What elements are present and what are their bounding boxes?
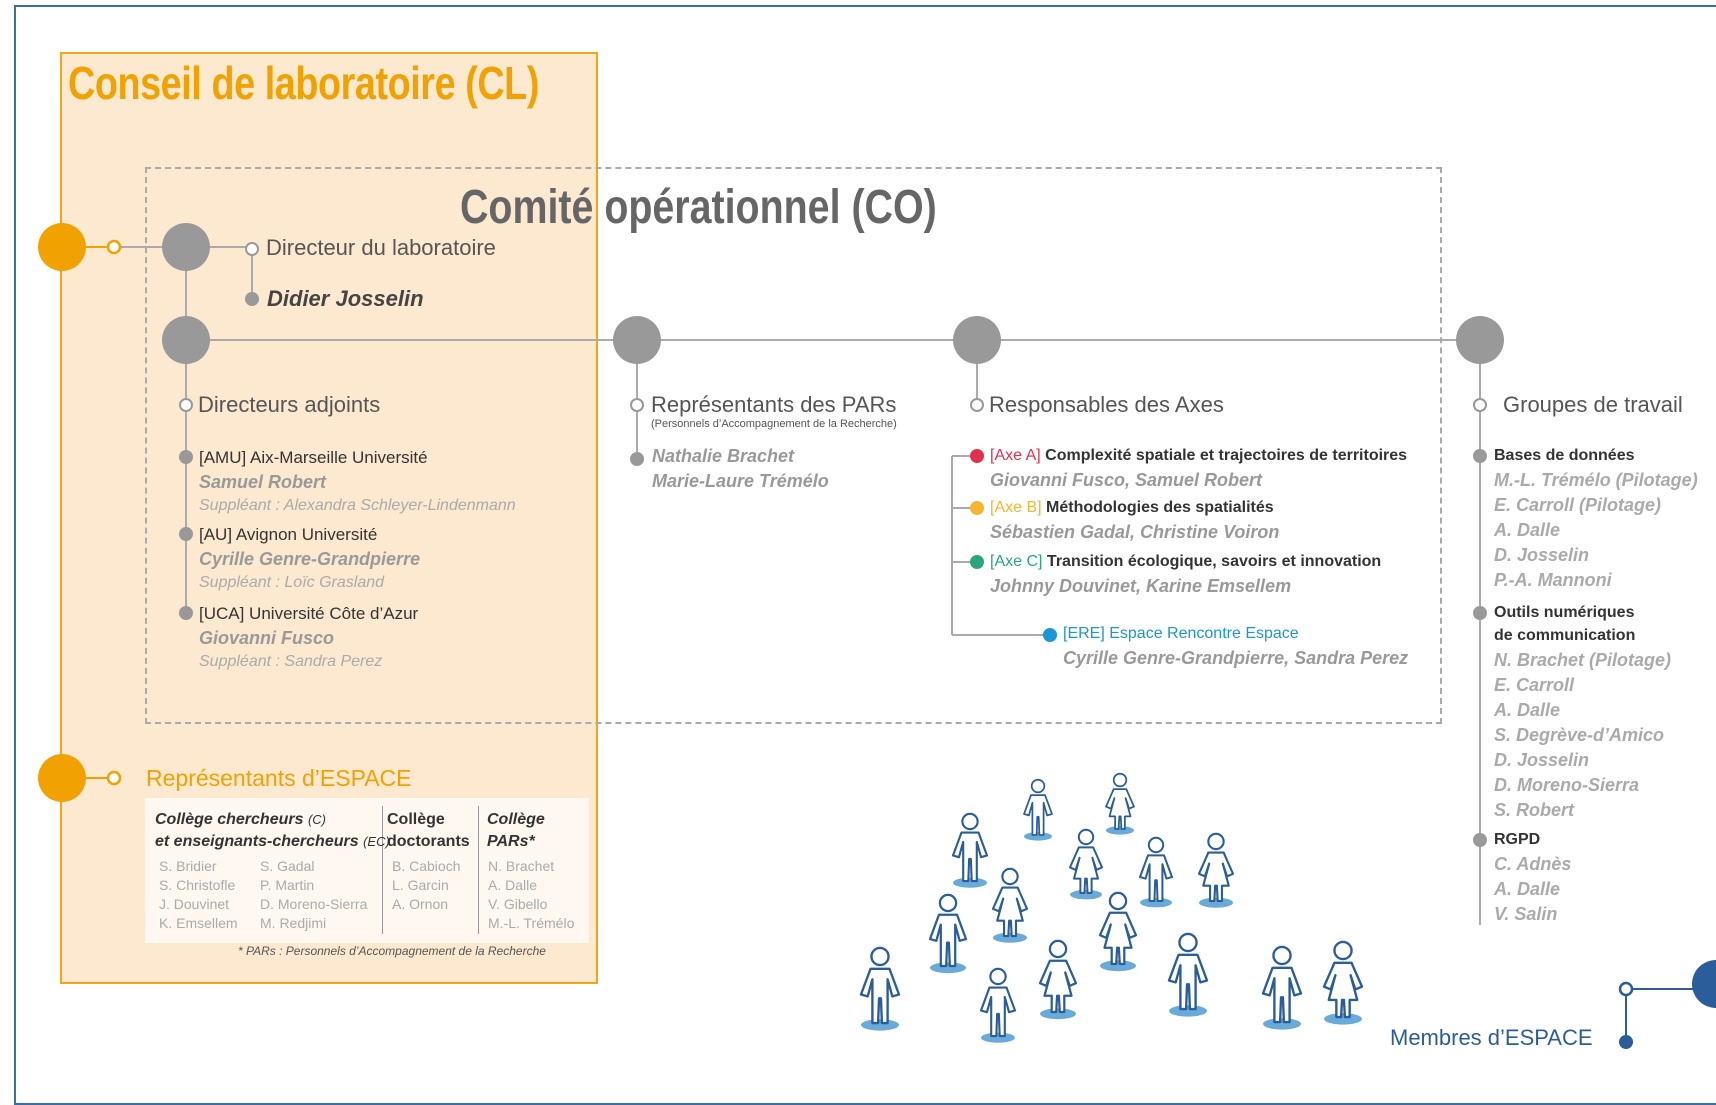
adjoint-suppleant: Suppléant : Sandra Perez	[199, 653, 383, 670]
groupe-member: S. Robert	[1494, 800, 1575, 820]
member: A. Ornon	[392, 896, 449, 912]
members-label: Membres d’ESPACE	[1390, 1025, 1593, 1050]
representants-title: Représentants d’ESPACE	[146, 765, 412, 791]
adjoint-org: [UCA] Université Côte d’Azur	[199, 604, 419, 623]
member: B. Cabioch	[392, 858, 461, 874]
adjoint-org: [AMU] Aix-Marseille Université	[199, 448, 428, 467]
directeur-node	[162, 223, 210, 271]
college-doc-header-line2: doctorants	[387, 833, 470, 850]
college-c-col-b: S. Gadal P. Martin D. Moreno-Sierra M. R…	[260, 857, 367, 933]
member: P. Martin	[260, 877, 315, 893]
axe-label: [Axe C] Transition écologique, savoirs e…	[990, 553, 1382, 570]
groupe-member: A. Dalle	[1494, 700, 1561, 720]
ere-names: Cyrille Genre-Grandpierre, Sandra Perez	[1063, 648, 1409, 668]
adjoints-node	[162, 316, 210, 364]
groupe-member: M.-L. Trémélo (Pilotage)	[1494, 470, 1698, 490]
member: S. Christofle	[159, 877, 236, 893]
college-pars-list: N. Brachet A. Dalle V. Gibello M.-L. Tré…	[488, 857, 574, 933]
cl-title: Conseil de laboratoire (CL)	[68, 57, 539, 109]
co-box	[145, 167, 1442, 724]
member: L. Garcin	[392, 877, 449, 893]
groupe-member: E. Carroll (Pilotage)	[1494, 495, 1662, 515]
college-c-header-line2: et enseignants-chercheurs (EC)	[155, 833, 390, 850]
axe-label: [Axe B] Méthodologies des spatialités	[990, 499, 1274, 516]
members-node	[1692, 960, 1716, 1008]
members-crowd-icon	[859, 772, 1364, 1044]
adjoint-org: [AU] Avignon Université	[199, 525, 378, 544]
groupe-member: D. Moreno-Sierra	[1494, 775, 1640, 795]
axe-names: Giovanni Fusco, Samuel Robert	[990, 470, 1263, 490]
directeur-name: Didier Josselin	[267, 286, 424, 311]
axe-label: [Axe A] Complexité spatiale et trajectoi…	[990, 447, 1408, 464]
groupe-member: D. Josselin	[1494, 750, 1590, 770]
cl-node	[38, 223, 86, 271]
adjoint-name: Giovanni Fusco	[199, 628, 335, 648]
groupe-member: D. Josselin	[1494, 545, 1590, 565]
adjoint-suppleant: Suppléant : Alexandra Schleyer-Lindenman…	[199, 497, 516, 514]
college-doc-list: B. Cabioch L. Garcin A. Ornon	[392, 857, 460, 914]
member: M.-L. Trémélo	[488, 915, 575, 931]
pars-title: Représentants des PARs	[651, 392, 897, 417]
pars-subtitle: (Personnels d’Accompagnement de la Reche…	[651, 418, 897, 430]
groupe-member: A. Dalle	[1494, 520, 1561, 540]
groupe-member: N. Brachet (Pilotage)	[1494, 650, 1672, 670]
groupe-member: E. Carroll	[1494, 675, 1575, 695]
pars-name: Nathalie Brachet	[652, 446, 795, 466]
representants-footnote: * PARs : Personnels d’Accompagnement de …	[238, 944, 546, 958]
member: D. Moreno-Sierra	[260, 896, 368, 912]
groupe-member: P.-A. Mannoni	[1494, 570, 1612, 590]
member: N. Brachet	[488, 858, 555, 874]
pars-node	[613, 316, 661, 364]
groupe-label-line2: de communication	[1494, 627, 1636, 644]
member: S. Bridier	[159, 858, 217, 874]
col-divider	[382, 806, 383, 934]
groupe-member: A. Dalle	[1494, 879, 1561, 899]
representants-table	[145, 798, 589, 943]
college-pars-header-line2: PARs*	[487, 833, 535, 850]
axes-node	[953, 316, 1001, 364]
groupes-node	[1456, 316, 1504, 364]
member: S. Gadal	[260, 858, 315, 874]
adjoint-suppleant: Suppléant : Loïc Grasland	[199, 574, 385, 591]
member: V. Gibello	[488, 896, 548, 912]
groupe-label: Bases de données	[1494, 447, 1635, 464]
adjoint-name: Samuel Robert	[199, 472, 327, 492]
groupe-label: Outils numériques	[1494, 604, 1635, 621]
groupe-member: C. Adnès	[1494, 854, 1572, 874]
axes-title: Responsables des Axes	[989, 392, 1224, 417]
directeur-title: Directeur du laboratoire	[266, 235, 496, 260]
member: A. Dalle	[488, 877, 538, 893]
groupe-label: RGPD	[1494, 831, 1541, 848]
axe-names: Johnny Douvinet, Karine Emsellem	[990, 576, 1292, 596]
college-pars-header: Collège	[487, 811, 545, 828]
college-doc-header: Collège	[387, 811, 445, 828]
member: K. Emsellem	[159, 915, 238, 931]
co-title: Comité opérationnel (CO)	[460, 181, 937, 234]
member: J. Douvinet	[159, 896, 230, 912]
ere-label: [ERE] Espace Rencontre Espace	[1063, 625, 1299, 642]
pars-name: Marie-Laure Trémélo	[652, 471, 829, 491]
adjoints-title: Directeurs adjoints	[198, 392, 381, 417]
axe-names: Sébastien Gadal, Christine Voiron	[990, 522, 1280, 542]
org-chart-connectors	[38, 223, 1716, 1049]
rep-node	[38, 754, 86, 802]
groupe-member: S. Degrève-d’Amico	[1494, 725, 1665, 745]
member: M. Redjimi	[260, 915, 327, 931]
col-divider	[478, 806, 479, 934]
adjoint-name: Cyrille Genre-Grandpierre	[199, 549, 421, 569]
groupe-member: V. Salin	[1494, 904, 1558, 924]
college-c-col-a: S. Bridier S. Christofle J. Douvinet K. …	[159, 857, 238, 933]
groupes-title: Groupes de travail	[1503, 392, 1683, 417]
college-c-header: Collège chercheurs (C)	[155, 811, 326, 828]
